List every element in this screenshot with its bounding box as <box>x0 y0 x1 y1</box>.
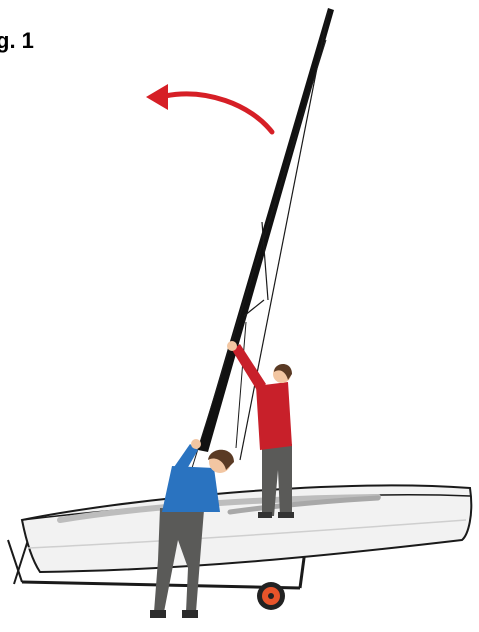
trailer-wheel <box>257 582 285 610</box>
mast <box>182 8 334 500</box>
boat-hull <box>22 486 471 572</box>
curved-arrow-left-icon <box>146 84 272 132</box>
